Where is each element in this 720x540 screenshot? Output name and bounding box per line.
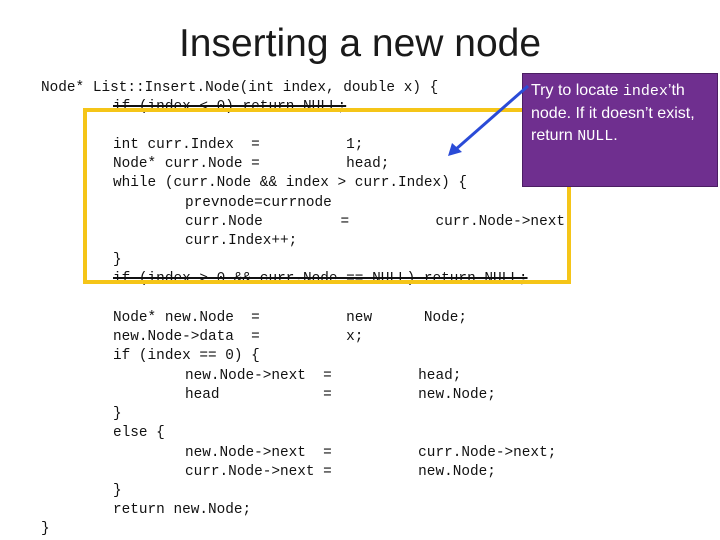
callout-text-3: . — [613, 127, 618, 144]
code-line-prevnode: prevnode=currnode — [185, 195, 332, 211]
code-line-curr-index: int curr.Index = 1; — [113, 137, 364, 153]
callout-mono-null: NULL — [577, 128, 614, 145]
code-line-else: else { — [113, 425, 165, 441]
arrow-line — [454, 84, 529, 152]
code-line-increment: curr.Index++; — [185, 233, 298, 249]
code-line-while: while (curr.Node && index > curr.Index) … — [113, 175, 468, 191]
code-line-new-node: Node* new.Node = new Node; — [113, 310, 468, 326]
code-line-close-else: } — [113, 483, 122, 499]
callout-text-1: Try to locate — [531, 82, 623, 99]
code-line-close-function: } — [41, 521, 50, 537]
callout-mono-index: index — [622, 83, 668, 100]
slide-title: Inserting a new node — [178, 22, 542, 65]
arrow-head — [448, 143, 462, 156]
code-line-close-if: } — [113, 406, 122, 422]
function-signature: Node* List::Insert.Node(int index, doubl… — [41, 80, 439, 96]
code-line-next-head: new.Node->next = head; — [185, 368, 462, 384]
code-line-close-while: } — [113, 252, 122, 268]
code-line-curr-node: Node* curr.Node = head; — [113, 156, 390, 172]
callout-box: Try to locate index’th node. If it doesn… — [522, 73, 718, 187]
code-line-next-curr: new.Node->next = curr.Node->next; — [185, 445, 557, 461]
code-line-return: return new.Node; — [113, 502, 252, 518]
code-line-head-assign: head = new.Node; — [185, 387, 496, 403]
code-line-link-curr: curr.Node->next = new.Node; — [185, 464, 496, 480]
callout-text-2: ’th node. If it doesn’t exist, return — [531, 82, 695, 144]
highlight-box — [83, 108, 571, 284]
code-line-if-index-zero: if (index == 0) { — [113, 348, 260, 364]
code-line-set-data: new.Node->data = x; — [113, 329, 364, 345]
code-line-advance: curr.Node = curr.Node->next; — [185, 214, 574, 230]
